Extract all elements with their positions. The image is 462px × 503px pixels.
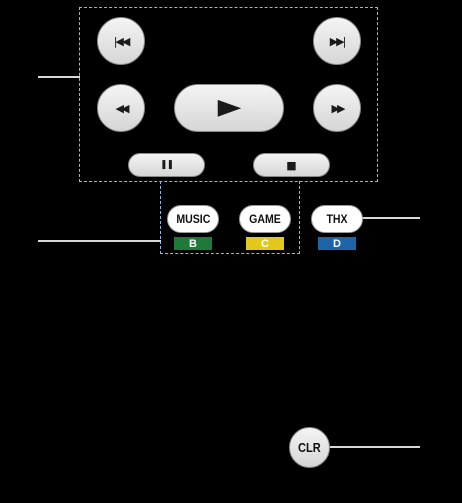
- music-game-group: [160, 181, 300, 254]
- stop-icon: ■: [286, 158, 297, 172]
- play-icon: ▶: [217, 95, 241, 120]
- clear-button-label: CLR: [298, 440, 321, 455]
- mode-leader-line: [38, 240, 161, 242]
- clr-leader-line: [330, 446, 420, 448]
- fast-forward-icon: ▶▶: [331, 101, 346, 115]
- skip-next-icon: ▶▶|: [329, 34, 347, 48]
- pause-button[interactable]: ❚❚: [128, 153, 205, 177]
- skip-next-button[interactable]: ▶▶|: [313, 17, 361, 65]
- color-key-b: B: [174, 237, 212, 250]
- playback-leader-line: [38, 76, 80, 78]
- music-button-label: MUSIC: [175, 212, 211, 226]
- color-key-c-label: C: [261, 237, 269, 250]
- game-button-label: GAME: [249, 212, 281, 226]
- skip-previous-button[interactable]: |◀◀: [97, 17, 145, 65]
- color-key-b-label: B: [189, 237, 197, 250]
- skip-previous-icon: |◀◀: [113, 34, 131, 48]
- rewind-button[interactable]: ◀◀: [97, 84, 145, 132]
- thx-button[interactable]: THX: [311, 205, 363, 233]
- color-key-d-label: D: [333, 237, 341, 250]
- game-button[interactable]: GAME: [239, 205, 291, 233]
- pause-icon: ❚❚: [159, 159, 174, 170]
- color-key-d: D: [318, 237, 356, 250]
- color-key-c: C: [246, 237, 284, 250]
- play-button[interactable]: ▶: [174, 84, 284, 132]
- thx-leader-line: [362, 217, 420, 219]
- stop-button[interactable]: ■: [253, 153, 330, 177]
- rewind-icon: ◀◀: [115, 101, 130, 115]
- playback-controls-group: [79, 7, 378, 182]
- thx-button-label: THX: [326, 212, 348, 226]
- music-button[interactable]: MUSIC: [167, 205, 219, 233]
- fast-forward-button[interactable]: ▶▶: [313, 84, 361, 132]
- clear-button[interactable]: CLR: [289, 427, 330, 468]
